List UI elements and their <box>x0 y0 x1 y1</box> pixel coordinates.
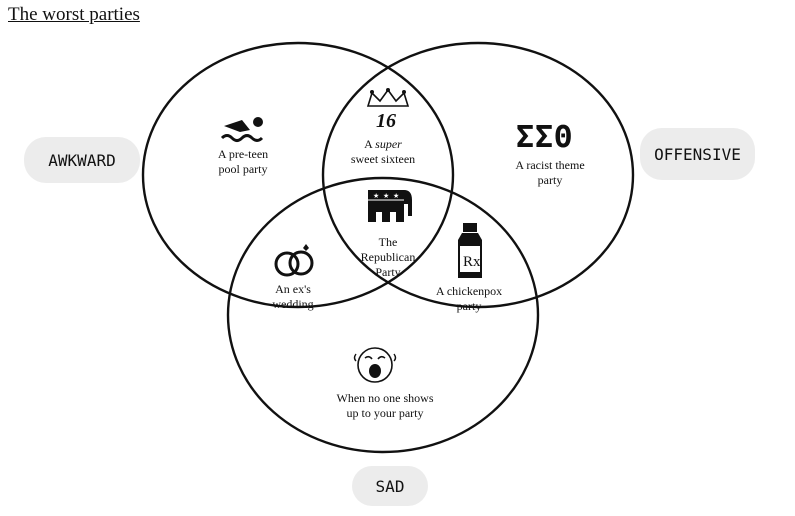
circle-sad <box>226 176 540 454</box>
svg-text:★: ★ <box>393 192 399 200</box>
crying-face-icon <box>353 347 397 383</box>
circle-awkward <box>141 41 455 309</box>
region-racist-line2: party <box>537 173 563 187</box>
region-chickenpox-line1: A chickenpox <box>435 284 503 298</box>
region-racist-label: A racist theme party <box>500 158 600 188</box>
region-sweet-line2: sweet sixteen <box>350 152 416 166</box>
crown-icon <box>366 88 410 107</box>
page-title: The worst parties <box>8 4 140 25</box>
region-republican-line1: The <box>378 235 398 249</box>
region-chickenpox-label: A chickenpox party <box>426 284 512 314</box>
region-racist-line1: A racist theme <box>515 158 585 172</box>
region-sweet-line1-b: super <box>375 137 402 151</box>
swimmer-icon <box>220 117 264 142</box>
medicine-bottle-icon: Rx <box>458 223 482 278</box>
region-chickenpox-line2: party <box>456 299 482 313</box>
set-label-offensive: OFFENSIVE <box>640 128 755 180</box>
region-noone-line2: up to your party <box>346 406 424 420</box>
region-noone-line1: When no one shows <box>336 391 434 405</box>
set-label-sad: SAD <box>352 466 428 506</box>
region-sweet-label: A super sweet sixteen <box>338 137 428 167</box>
region-pool-line2: pool party <box>218 162 268 176</box>
sixteen-number: 16 <box>376 110 396 132</box>
region-republican-line3: Party <box>375 265 401 279</box>
svg-text:★: ★ <box>373 192 379 200</box>
rx-mark: Rx <box>463 254 481 270</box>
region-republican-line2: Republican <box>360 250 416 264</box>
region-republican-label: The Republican Party <box>350 235 426 280</box>
circle-offensive <box>321 41 635 309</box>
greek-letters: ΣΣΘ <box>516 120 574 155</box>
region-pool-line1: A pre-teen <box>217 147 269 161</box>
region-pool-label: A pre-teen pool party <box>200 147 286 177</box>
region-ex-label: An ex's wedding <box>258 282 328 312</box>
elephant-icon: ★ ★ ★ <box>368 190 412 222</box>
region-ex-line1: An ex's <box>275 282 311 296</box>
rings-icon <box>274 244 314 277</box>
region-noone-label: When no one shows up to your party <box>320 391 450 421</box>
region-ex-line2: wedding <box>272 297 314 311</box>
svg-text:★: ★ <box>383 192 389 200</box>
region-sweet-line1-a: A <box>364 137 376 151</box>
set-label-awkward: AWKWARD <box>24 137 140 183</box>
